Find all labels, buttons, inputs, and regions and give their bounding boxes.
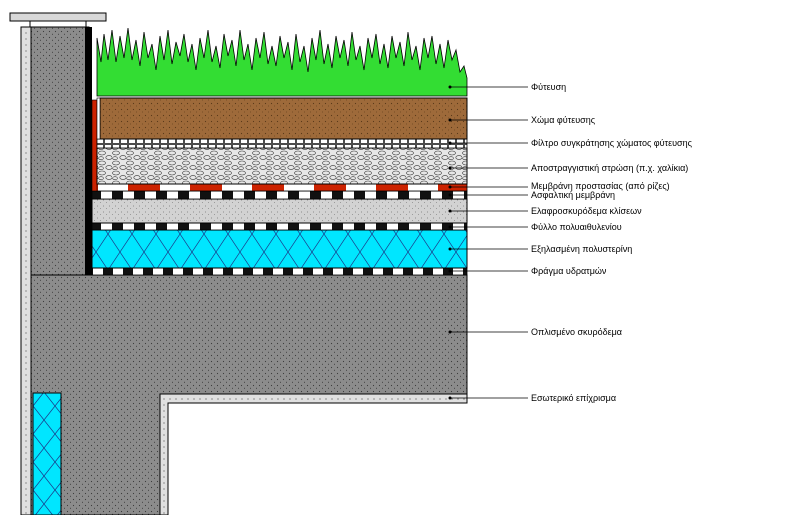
leader-lines (450, 86, 528, 399)
filter-fabric-layer (96, 138, 468, 149)
light-concrete-layer (91, 198, 468, 224)
label-bituminous-membrane: Ασφαλτική μεμβράνη (531, 190, 615, 200)
wall-insulation (32, 392, 62, 515)
label-root-membrane: Μεμβράνη προστασίας (από ρίζες) (531, 181, 670, 191)
parapet-coping-lip (29, 20, 87, 28)
label-drainage: Αποστραγγιστική στρώση (π.χ. χαλίκια) (531, 163, 688, 173)
label-soil: Χώμα φύτευσης (531, 115, 596, 125)
label-vapour-barrier: Φράγμα υδρατμών (531, 266, 607, 276)
root-protection-membrane-layer (91, 183, 468, 192)
label-polyethylene: Φύλλο πολυαιθυλενίου (531, 222, 622, 232)
parapet-wall (30, 26, 90, 278)
interior-plaster (159, 393, 468, 515)
polyethylene-sheet-layer (91, 222, 468, 231)
exterior-plaster (20, 26, 32, 515)
parapet-coping (9, 12, 107, 22)
root-membrane-upstand (91, 99, 98, 192)
layer-labels: Φύτευση Χώμα φύτευσης Φίλτρο συγκράτησης… (531, 82, 693, 403)
xps-insulation-layer (91, 229, 468, 269)
label-xps: Εξηλασμένη πολυστερίνη (531, 244, 632, 254)
vapour-barrier-layer (91, 267, 468, 276)
label-reinforced-concrete: Οπλισμένο σκυρόδεμα (531, 327, 622, 337)
soil-edge (96, 97, 101, 140)
upstand-membrane (85, 27, 92, 275)
bituminous-membrane-layer (91, 190, 468, 200)
label-light-concrete: Ελαφροσκυρόδεμα κλίσεων (531, 206, 642, 216)
drainage-gravel-layer (96, 147, 468, 185)
label-interior-plaster: Εσωτερικό επίχρισμα (531, 393, 616, 403)
vegetation-layer (96, 27, 468, 97)
soil-layer (99, 97, 468, 140)
leader-dots (448, 85, 452, 400)
label-filter: Φίλτρο συγκράτησης χώματος φύτευσης (531, 138, 693, 148)
label-vegetation: Φύτευση (531, 82, 566, 92)
